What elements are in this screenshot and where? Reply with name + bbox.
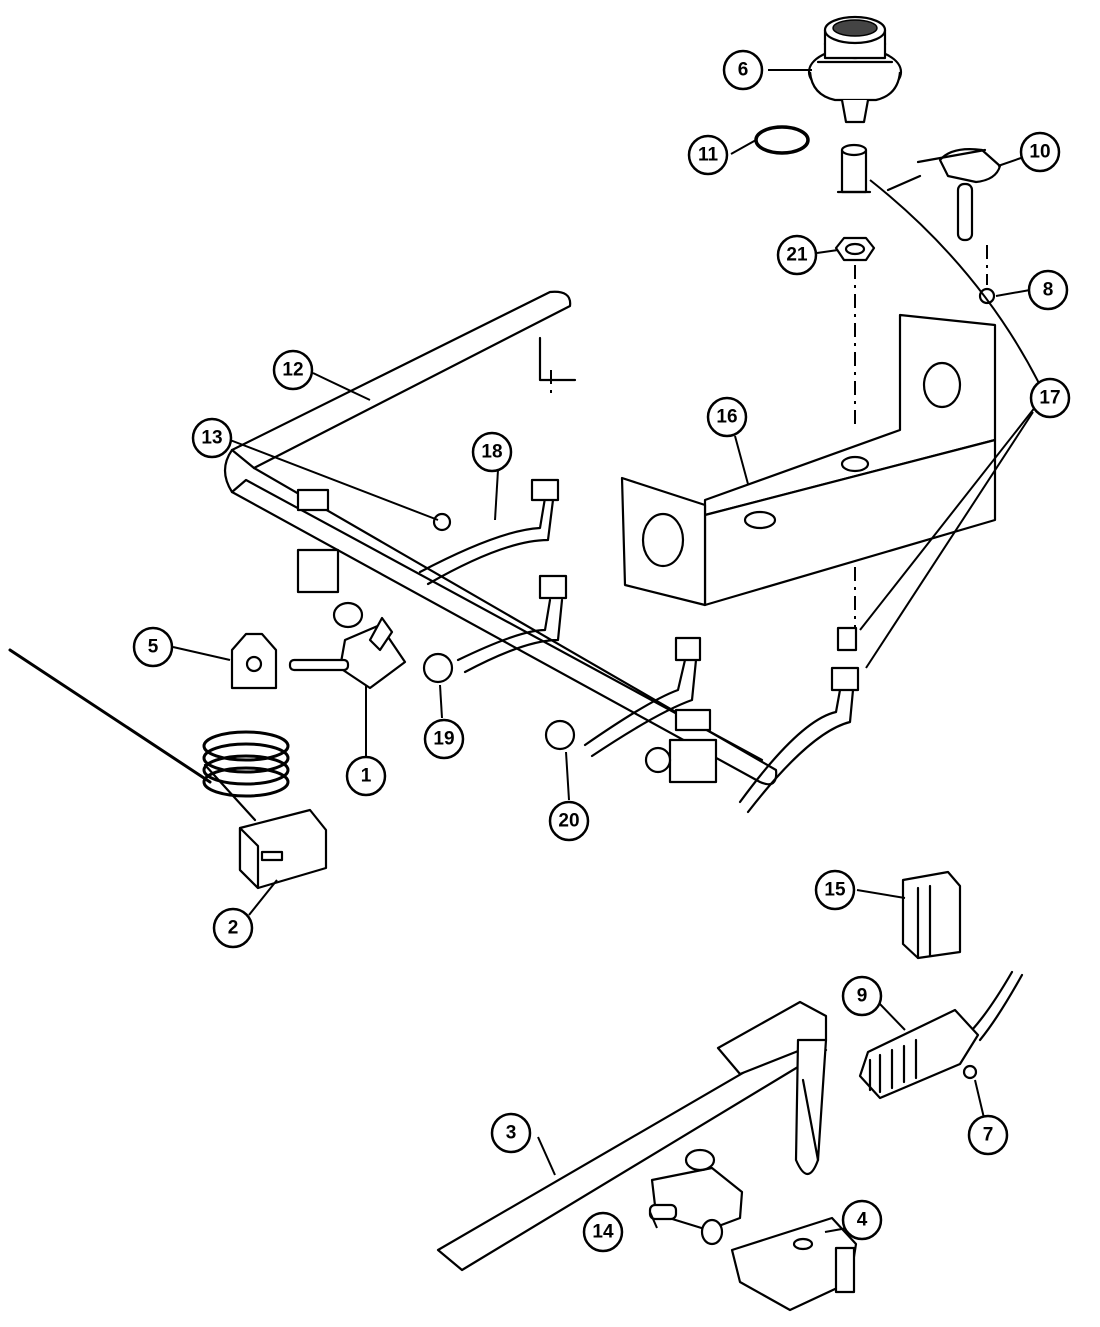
callout-label: 21	[786, 245, 808, 266]
callout-18: 18	[471, 431, 513, 473]
screw-part-7	[962, 1064, 978, 1080]
callout-8: 8	[1027, 269, 1069, 311]
callout-label: 18	[481, 442, 502, 463]
screw-part-8	[978, 287, 996, 305]
rod-bracket-part	[436, 1000, 828, 1272]
callout-12: 12	[272, 349, 314, 391]
hex-nut-part	[834, 236, 876, 262]
spark-module-part	[901, 870, 962, 960]
fitting-nuts-part	[332, 601, 672, 774]
callout-label: 11	[698, 145, 719, 166]
callout-5: 5	[132, 626, 174, 668]
callout-label: 1	[361, 766, 372, 787]
callout-14: 14	[582, 1211, 624, 1253]
callout-6: 6	[722, 49, 764, 91]
callout-13: 13	[191, 417, 233, 459]
callout-label: 7	[983, 1125, 994, 1146]
electrode-part	[886, 148, 1002, 242]
callout-label: 10	[1029, 142, 1050, 163]
callout-label: 6	[738, 60, 749, 81]
burner-bracket-part	[620, 313, 997, 607]
callout-17: 17	[1029, 377, 1071, 419]
callout-4: 4	[841, 1199, 883, 1241]
callout-20: 20	[548, 800, 590, 842]
callout-label: 8	[1043, 280, 1054, 301]
manifold-pipe-part	[223, 290, 778, 786]
callout-label: 12	[282, 360, 303, 381]
safety-valve-part	[730, 1216, 858, 1312]
callout-2: 2	[212, 907, 254, 949]
callout-label: 19	[433, 729, 454, 750]
callout-1: 1	[345, 755, 387, 797]
callout-7: 7	[967, 1114, 1009, 1156]
callout-label: 17	[1039, 388, 1060, 409]
callout-10: 10	[1019, 131, 1061, 173]
callout-label: 14	[592, 1222, 614, 1243]
callout-15: 15	[814, 869, 856, 911]
callout-label: 15	[824, 880, 846, 901]
valve-part	[288, 616, 407, 690]
callout-21: 21	[776, 234, 818, 276]
callout-19: 19	[423, 718, 465, 760]
mounting-clip-part	[230, 632, 278, 690]
thermostat-part	[8, 648, 328, 890]
callout-label: 13	[201, 428, 222, 449]
callout-label: 5	[148, 637, 159, 658]
callout-9: 9	[841, 975, 883, 1017]
callout-11: 11	[687, 134, 729, 176]
callout-label: 3	[506, 1123, 517, 1144]
callout-16: 16	[706, 396, 748, 438]
pressure-regulator-part	[648, 1148, 744, 1246]
callout-label: 9	[857, 986, 868, 1007]
clip-part	[432, 512, 452, 532]
callout-3: 3	[490, 1112, 532, 1154]
callout-label: 20	[558, 811, 579, 832]
callout-label: 16	[716, 407, 737, 428]
callout-label: 4	[857, 1210, 868, 1231]
callout-label: 2	[228, 918, 239, 939]
o-ring-part	[754, 125, 810, 155]
ignitor-part	[858, 970, 1024, 1100]
orifice-holder-part	[836, 143, 872, 194]
leader-lines	[172, 69, 1051, 1233]
burner-head-part	[807, 15, 903, 124]
burner-tubes-part	[418, 478, 860, 814]
